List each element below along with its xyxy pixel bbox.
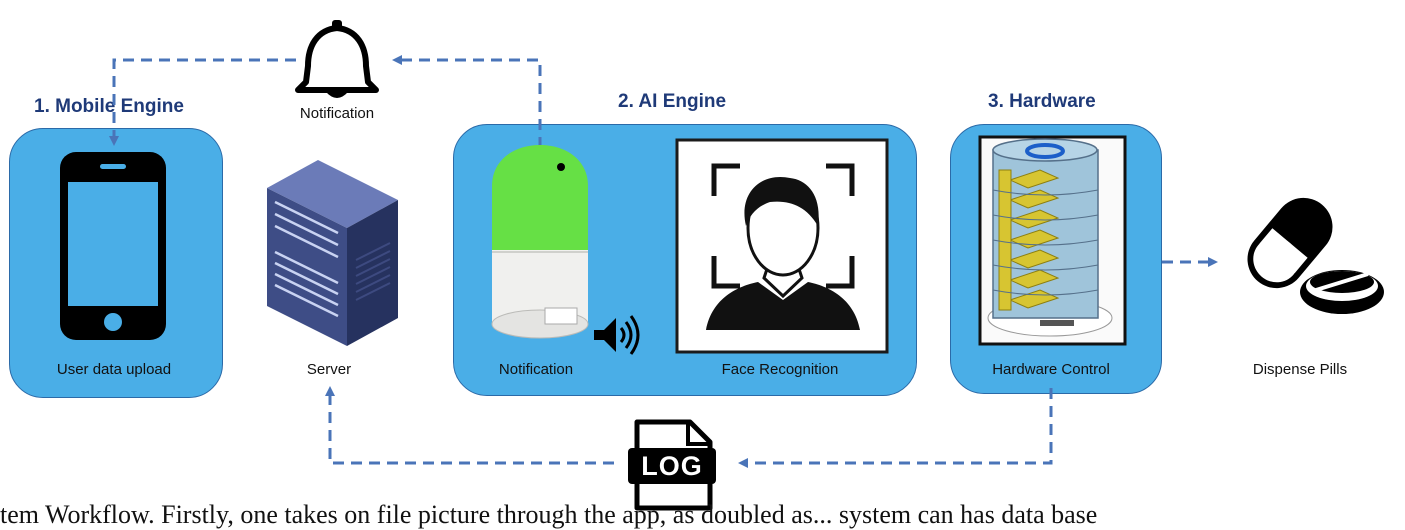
pills-icon: [1247, 197, 1384, 314]
dispense-pills-label: Dispense Pills: [1252, 361, 1348, 378]
notification-top-label: Notification: [299, 105, 375, 122]
hardware-control-label: Hardware Control: [992, 361, 1110, 378]
log-text: LOG: [641, 451, 703, 481]
arrow-robot-to-bell: [392, 55, 542, 148]
arrow-log-to-server: [325, 386, 614, 465]
smartphone-icon: [60, 152, 166, 340]
figure-caption: tem Workflow. Firstly, one takes on file…: [0, 500, 1098, 529]
dashed-arrows: [109, 55, 1218, 468]
bell-icon: [295, 20, 379, 98]
arrow-hardware-to-log: [738, 388, 1053, 468]
user-data-upload-label: User data upload: [56, 361, 172, 378]
face-recognition-label: Face Recognition: [721, 361, 839, 378]
mobile-engine-title: 1. Mobile Engine: [34, 96, 184, 117]
robot-icon: [491, 145, 589, 339]
server-label: Server: [306, 361, 352, 378]
face-scan-icon: [675, 138, 889, 354]
speaker-icon: [594, 315, 640, 355]
pill-dispenser-icon: [978, 135, 1127, 346]
robot-notification-label: Notification: [498, 361, 574, 378]
hardware-title: 3. Hardware: [988, 91, 1096, 112]
arrow-bell-to-phone: [109, 58, 296, 146]
server-rack-icon: [267, 160, 398, 346]
ai-engine-title: 2. AI Engine: [618, 91, 727, 112]
log-file-icon: [628, 419, 716, 511]
